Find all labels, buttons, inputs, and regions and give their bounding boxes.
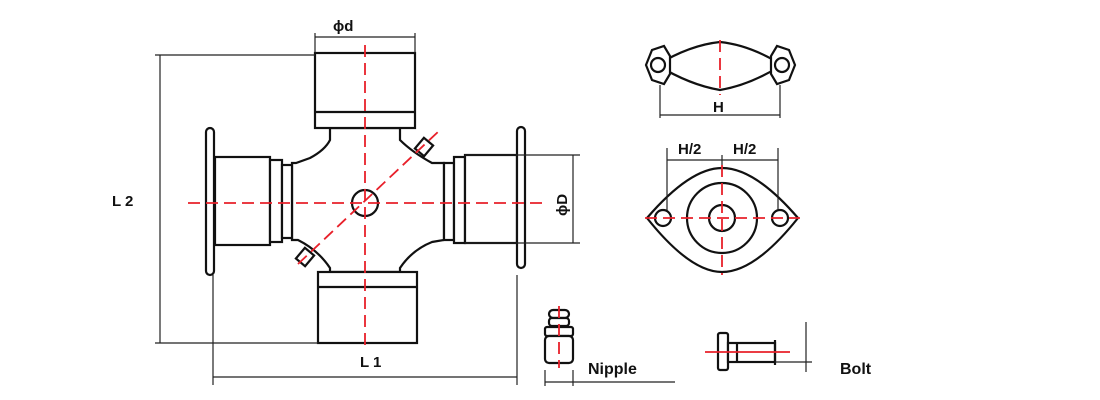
label-H-half-left: H/2: [678, 141, 701, 158]
yoke-top-view: [644, 40, 797, 118]
label-phi-d: ϕd: [333, 18, 353, 35]
left-bearing-cup: [213, 155, 272, 247]
diagonal-centerline: [297, 129, 441, 265]
bottom-bearing-cap: [316, 270, 419, 345]
label-L2: L 2: [112, 193, 133, 210]
nipple-drawing: [543, 306, 675, 386]
label-H: H: [713, 99, 724, 116]
label-H-half-right: H/2: [733, 141, 756, 158]
grease-nipple-top: [413, 136, 435, 158]
left-flange: [204, 126, 216, 277]
right-cup-ring: [452, 155, 467, 245]
right-flange: [515, 125, 527, 270]
label-nipple: Nipple: [588, 361, 637, 378]
left-cup-ring: [268, 158, 284, 244]
right-bearing-cup: [463, 153, 519, 245]
label-phi-D: ϕD: [554, 194, 571, 216]
left-cup-step: [280, 163, 294, 240]
label-bolt: Bolt: [840, 361, 872, 378]
bolt-drawing: [705, 322, 812, 372]
label-L1: L 1: [360, 354, 381, 371]
flange-front-view: [645, 148, 800, 275]
dimensions: [155, 33, 580, 385]
cross-assembly: [188, 45, 548, 345]
right-cup-step: [442, 161, 456, 242]
